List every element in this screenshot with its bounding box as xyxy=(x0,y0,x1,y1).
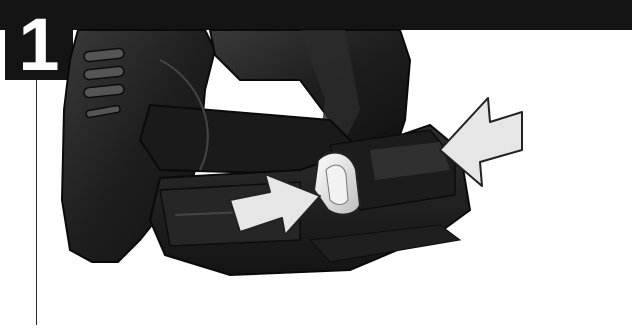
drill-battery-pack-icon xyxy=(0,0,632,328)
